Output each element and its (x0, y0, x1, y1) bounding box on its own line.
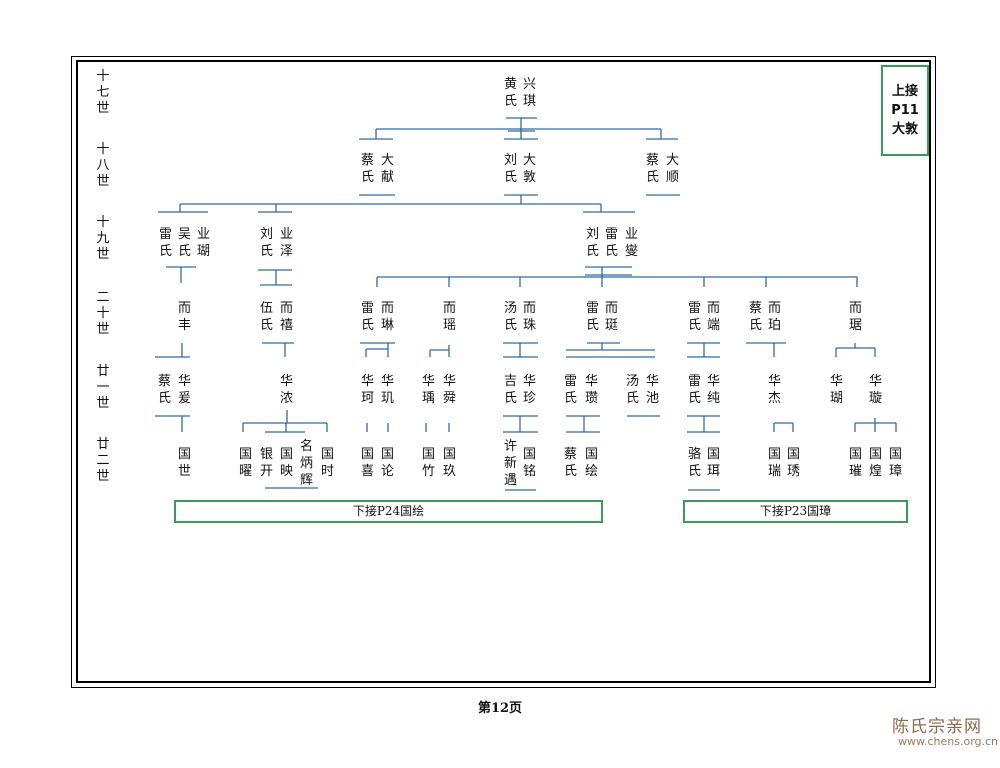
person-column: 国铭 (523, 447, 537, 479)
spouse-column: 蔡氏 (646, 153, 660, 185)
page-number: 第12页 (477, 701, 523, 716)
spouse-column: 吴氏 (178, 227, 192, 259)
spouse-column: 伍氏 (260, 301, 274, 333)
person-column: 华璇 (869, 374, 883, 406)
person-column: 而丰 (178, 301, 192, 333)
person-column: 华舜 (443, 374, 457, 406)
spouse-column: 蔡氏 (564, 447, 578, 479)
person-column: 银开 (260, 447, 274, 479)
person-column: 业燮 (625, 227, 639, 259)
person-column: 而禧 (280, 301, 294, 333)
person-column: 华瑚 (830, 374, 844, 406)
person-column: 业瑚 (197, 227, 211, 259)
generation-label-22: 廿二世 (96, 437, 110, 484)
spouse-column: 雷氏 (159, 227, 173, 259)
person-column: 华杰 (768, 374, 782, 406)
continuation-box-right: 下接P23国璋 (683, 500, 908, 523)
continued-from-page: P11 (891, 103, 919, 118)
spouse-column: 刘氏 (504, 153, 518, 185)
person-column: 大顺 (666, 153, 680, 185)
spouse-column: 刘氏 (586, 227, 600, 259)
spouse-column: 刘氏 (260, 227, 274, 259)
continuation-box-left: 下接P24国绘 (174, 500, 603, 523)
person-column: 大敦 (523, 153, 537, 185)
continued-from-person: 大敦 (891, 122, 918, 137)
spouse-column: 雷氏 (586, 301, 600, 333)
person-column: 国喜 (361, 447, 375, 479)
person-column: 国煌 (869, 447, 883, 479)
person-column: 而瑶 (443, 301, 457, 333)
person-column: 而珽 (605, 301, 619, 333)
person-column: 兴琪 (523, 77, 537, 109)
person-column: 国时 (321, 447, 335, 479)
person-column: 国珥 (707, 447, 721, 479)
person-column: 而端 (707, 301, 721, 333)
generation-label-19: 十九世 (96, 215, 110, 262)
watermark-title: 陈氏宗亲网 (892, 717, 982, 737)
generation-label-21: 廿一世 (96, 364, 110, 411)
generation-label-20: 二十世 (96, 290, 110, 337)
spouse-column: 蔡氏 (749, 301, 763, 333)
person-column: 而琚 (849, 301, 863, 333)
person-column: 国绘 (585, 447, 599, 479)
person-column: 业泽 (280, 227, 294, 259)
person-column: 国瑞 (768, 447, 782, 479)
person-column: 国论 (381, 447, 395, 479)
person-column: 国映 (280, 447, 294, 479)
person-column: 华纯 (707, 374, 721, 406)
person-column: 许新遇 (504, 439, 518, 488)
page-frame-inner (76, 60, 931, 683)
person-column: 国璀 (849, 447, 863, 479)
spouse-column: 蔡氏 (361, 153, 375, 185)
person-column: 国曜 (239, 447, 253, 479)
spouse-column: 吉氏 (504, 374, 518, 406)
continued-from-label: 上接 (891, 84, 918, 99)
person-column: 华浓 (280, 374, 294, 406)
spouse-column: 雷氏 (564, 374, 578, 406)
person-column: 国璋 (889, 447, 903, 479)
person-column: 名炳辉 (300, 439, 314, 488)
person-column: 而琳 (381, 301, 395, 333)
spouse-column: 蔡氏 (158, 374, 172, 406)
spouse-column: 汤氏 (626, 374, 640, 406)
continued-from-note: 上接 P11 大敦 (881, 65, 929, 156)
person-column: 而珠 (523, 301, 537, 333)
person-column: 华珂 (361, 374, 375, 406)
person-column: 而珀 (768, 301, 782, 333)
page-frame-outer (71, 56, 936, 688)
spouse-column: 雷氏 (605, 227, 619, 259)
person-column: 华爰 (178, 374, 192, 406)
person-column: 华玑 (381, 374, 395, 406)
spouse-column: 雷氏 (361, 301, 375, 333)
person-column: 华珍 (523, 374, 537, 406)
spouse-column: 汤氏 (504, 301, 518, 333)
person-column: 华池 (646, 374, 660, 406)
person-column: 华瑀 (422, 374, 436, 406)
generation-label-18: 十八世 (96, 142, 110, 189)
spouse-column: 黄氏 (504, 77, 518, 109)
generation-label-17: 十七世 (96, 69, 110, 116)
spouse-column: 雷氏 (688, 374, 702, 406)
spouse-column: 雷氏 (688, 301, 702, 333)
spouse-column: 骆氏 (688, 447, 702, 479)
person-column: 国琇 (787, 447, 801, 479)
watermark-url: www.chens.org.cn (898, 735, 999, 748)
person-column: 华瓒 (585, 374, 599, 406)
person-column: 国玖 (443, 447, 457, 479)
person-column: 大献 (381, 153, 395, 185)
person-column: 国竹 (422, 447, 436, 479)
person-column: 国世 (178, 447, 192, 479)
